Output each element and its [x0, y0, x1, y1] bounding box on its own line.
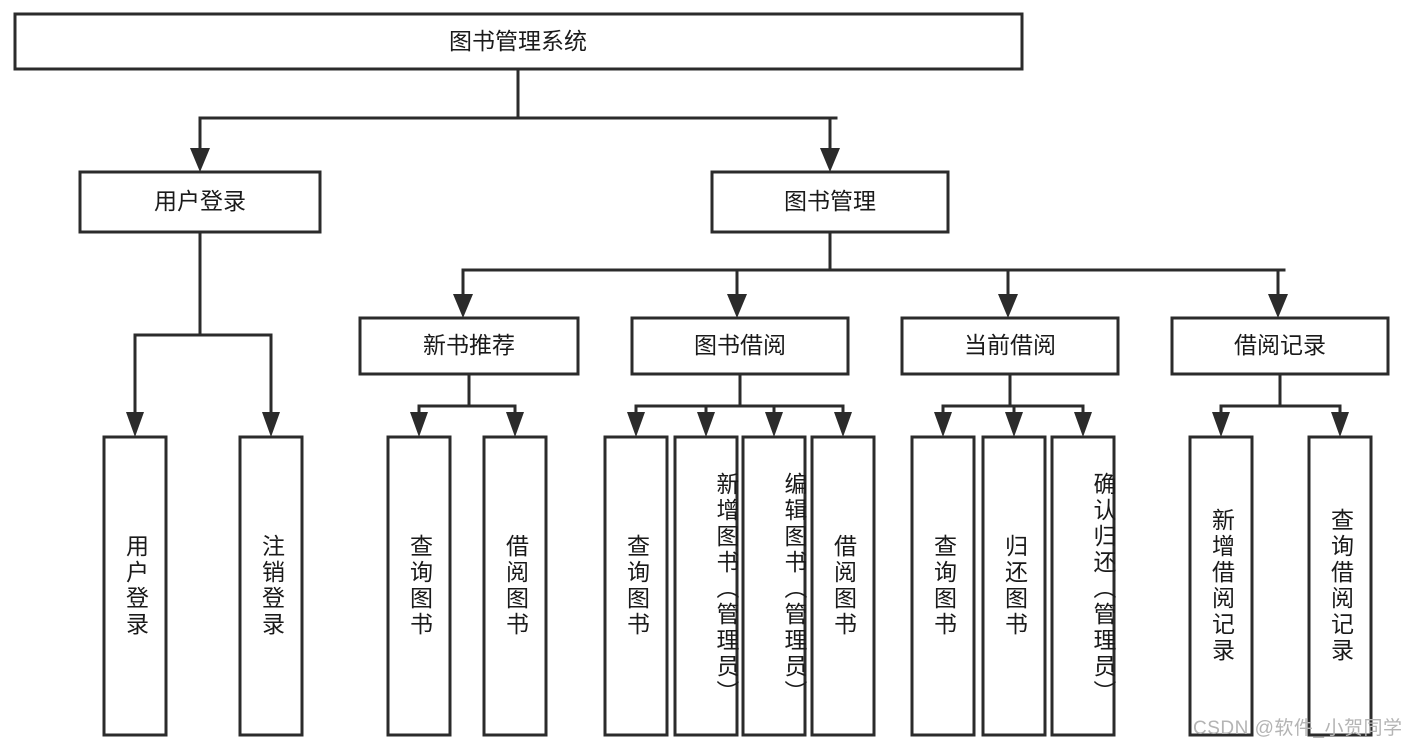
node-new-book-recommend[interactable]: 新书推荐	[358, 316, 580, 376]
leaf-box-borrow-book-recommend[interactable]	[482, 435, 548, 737]
node-book-management-box[interactable]	[710, 170, 950, 234]
node-book-management-label: 图书管理	[784, 188, 876, 214]
node-current-borrow-box[interactable]	[900, 316, 1120, 376]
leaf-box-layer	[102, 435, 1373, 737]
edge-root-to-level2	[190, 67, 840, 172]
leaf-box-user-login[interactable]	[102, 435, 168, 737]
edge-bookmgmt-to-level3	[453, 230, 1288, 318]
node-current-borrow-label: 当前借阅	[964, 332, 1056, 358]
node-current-borrow[interactable]: 当前借阅	[900, 316, 1120, 376]
node-user-login-box[interactable]	[78, 170, 322, 234]
node-root[interactable]: 图书管理系统	[13, 12, 1024, 71]
edge-current-to-leaves	[934, 372, 1092, 437]
edge-record-to-leaves	[1212, 372, 1349, 437]
node-borrow-record[interactable]: 借阅记录	[1170, 316, 1390, 376]
node-user-login[interactable]: 用户登录	[78, 170, 322, 234]
leaf-box-edit-book-admin[interactable]	[741, 435, 807, 737]
leaf-box-query-book-recommend[interactable]	[386, 435, 452, 737]
node-borrow-record-box[interactable]	[1170, 316, 1390, 376]
edge-recommend-to-leaves	[410, 372, 524, 437]
edge-borrow-to-leaves	[627, 372, 852, 437]
node-user-login-label: 用户登录	[154, 188, 246, 214]
leaf-box-query-book[interactable]	[603, 435, 669, 737]
leaf-box-borrow-book[interactable]	[810, 435, 876, 737]
node-book-management[interactable]: 图书管理	[710, 170, 950, 234]
node-book-borrow-label: 图书借阅	[694, 332, 786, 358]
edge-userlogin-to-leaves	[126, 230, 280, 437]
connector-layer	[126, 67, 1349, 437]
node-root-label: 图书管理系统	[449, 28, 587, 54]
node-new-book-recommend-box[interactable]	[358, 316, 580, 376]
node-root-box[interactable]	[13, 12, 1024, 71]
leaf-box-confirm-return-admin[interactable]	[1050, 435, 1116, 737]
csdn-watermark: CSDN @软件_小贺同学	[1193, 718, 1403, 739]
leaf-box-user-logout[interactable]	[238, 435, 304, 737]
leaf-box-query-borrow-record[interactable]	[1307, 435, 1373, 737]
node-book-borrow[interactable]: 图书借阅	[630, 316, 850, 376]
leaf-box-query-book-current[interactable]	[910, 435, 976, 737]
leaf-box-return-book[interactable]	[981, 435, 1047, 737]
node-book-borrow-box[interactable]	[630, 316, 850, 376]
leaf-box-add-book-admin[interactable]	[673, 435, 739, 737]
leaf-box-add-borrow-record[interactable]	[1188, 435, 1254, 737]
node-new-book-recommend-label: 新书推荐	[423, 332, 515, 358]
node-borrow-record-label: 借阅记录	[1234, 332, 1326, 358]
